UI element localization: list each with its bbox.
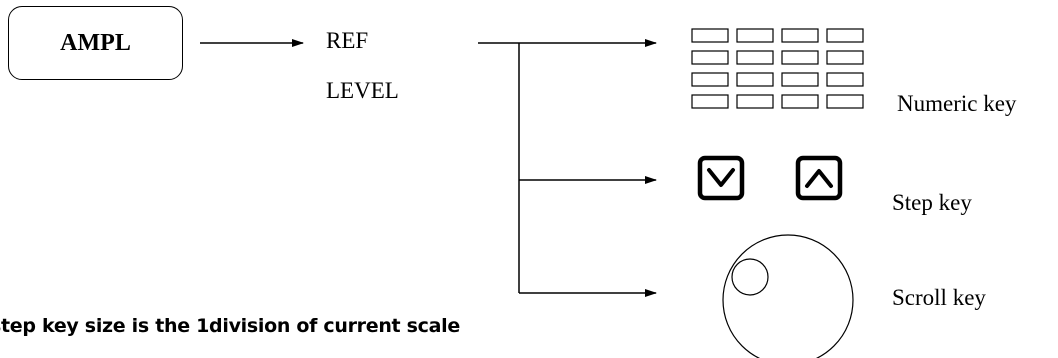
numeric-key-label: Numeric key [897, 91, 1017, 116]
step-size-note: step key size is the 1division of curren… [0, 315, 460, 337]
ampl-button-label: AMPL [60, 29, 131, 56]
level-label: LEVEL [326, 78, 399, 103]
scroll-key-label: Scroll key [892, 285, 986, 310]
ref-label: REF [326, 28, 369, 53]
numeric-keypad-icon[interactable] [691, 28, 864, 109]
step-key-label: Step key [892, 190, 972, 215]
step-down-key-icon[interactable] [697, 155, 745, 201]
step-up-key-icon[interactable] [795, 155, 843, 201]
scroll-knob-icon[interactable] [722, 234, 854, 358]
ampl-button[interactable]: AMPL [8, 6, 183, 80]
